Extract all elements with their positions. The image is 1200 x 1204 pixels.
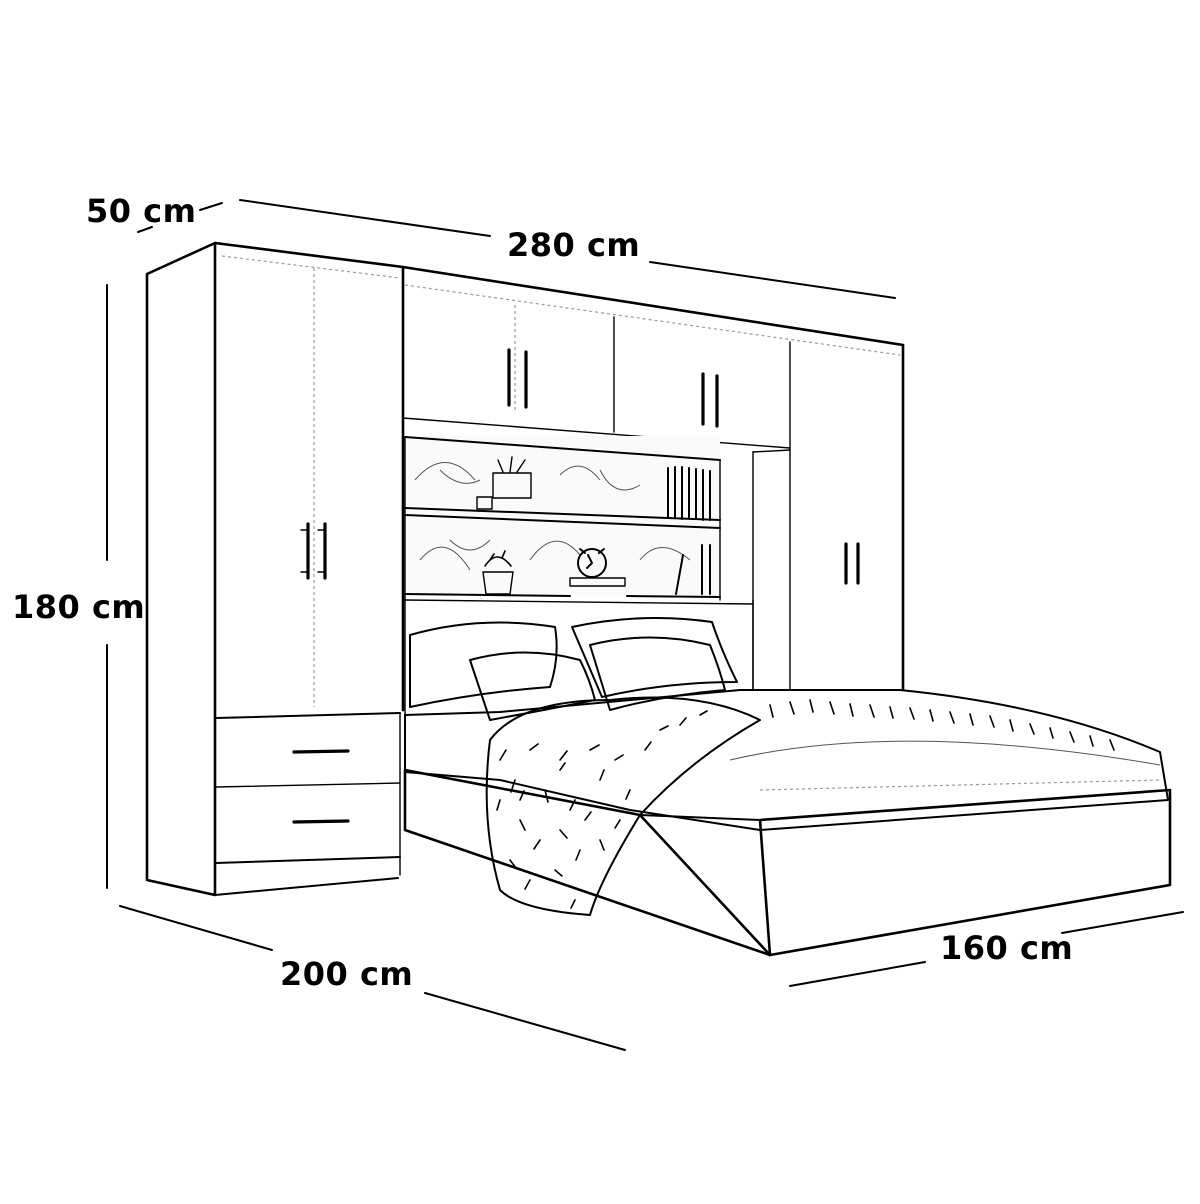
width-dimension-label: 280 cm	[507, 226, 641, 264]
cabinet-handle-icon	[507, 348, 719, 428]
drawer-handle-icon	[292, 749, 350, 754]
depth-dimension-label: 50 cm	[86, 192, 197, 230]
plant-pot-icon	[482, 550, 514, 595]
left-wardrobe	[145, 241, 405, 897]
bed-width-dimension-label: 160 cm	[940, 929, 1074, 967]
alarm-clock-icon	[569, 548, 626, 587]
wardrobe-door-handle-icon	[300, 522, 327, 580]
overhead-cabinets	[401, 265, 905, 451]
height-dimension-label: 180 cm	[12, 588, 146, 626]
right-door-handle-icon	[844, 542, 860, 585]
right-wardrobe	[752, 343, 905, 692]
dimension-lines	[106, 199, 1184, 1051]
open-shelves	[404, 436, 721, 601]
bed-length-dimension-label: 200 cm	[280, 955, 414, 993]
books-icon	[667, 466, 711, 595]
drawer-handle-icon	[292, 819, 350, 824]
bed	[403, 617, 1172, 957]
